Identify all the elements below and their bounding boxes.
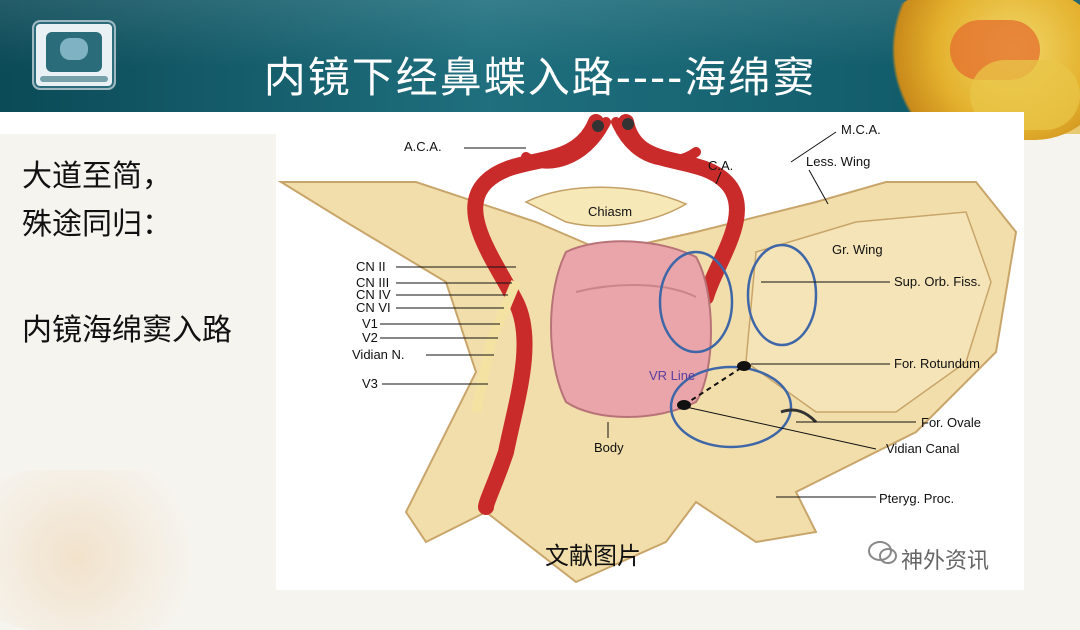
label-v3: V3 xyxy=(362,376,378,391)
pituitary xyxy=(550,240,712,418)
left-text-line-2: 殊途同归： xyxy=(22,207,172,242)
anatomy-figure: A.C.A. M.C.A. C.A. Less. Wing Chiasm Gr.… xyxy=(276,112,1024,590)
label-pteryg-proc: Pteryg. Proc. xyxy=(879,491,954,506)
label-cn-iv: CN IV xyxy=(356,287,391,302)
optic-chiasm xyxy=(524,186,688,227)
background-decoration xyxy=(0,470,220,630)
figure-caption: 文献图片 xyxy=(545,542,641,570)
label-for-rotundum: For. Rotundum xyxy=(894,356,980,371)
label-v1: V1 xyxy=(362,316,378,331)
label-for-ovale: For. Ovale xyxy=(921,415,981,430)
label-mca: M.C.A. xyxy=(841,122,881,137)
label-less-wing: Less. Wing xyxy=(806,154,870,169)
wechat-icon xyxy=(868,540,898,566)
label-sup-orb-fiss: Sup. Orb. Fiss. xyxy=(894,274,981,289)
label-aca: A.C.A. xyxy=(404,139,442,154)
label-vr-line: VR Line xyxy=(649,368,695,383)
label-chiasm: Chiasm xyxy=(588,204,632,219)
circle-vr-line xyxy=(669,365,793,449)
label-gr-wing: Gr. Wing xyxy=(832,242,883,257)
circle-cavernous-sinus xyxy=(658,250,734,354)
institution-logo xyxy=(32,20,116,90)
nerve-bundle xyxy=(471,280,521,414)
circle-sup-orb-fiss xyxy=(746,243,818,347)
label-cn-vi: CN VI xyxy=(356,300,391,315)
label-ca: C.A. xyxy=(708,158,733,173)
sphenoid-illustration: A.C.A. M.C.A. C.A. Less. Wing Chiasm Gr.… xyxy=(277,114,1018,584)
label-body: Body xyxy=(594,440,624,455)
left-text-line-1: 大道至简， xyxy=(22,159,172,194)
left-text-line-3: 内镜海绵窦入路 xyxy=(22,313,232,348)
label-cn-ii: CN II xyxy=(356,259,386,274)
label-vidian-n: Vidian N. xyxy=(352,347,405,362)
watermark-text: 神外资讯 xyxy=(901,549,990,574)
label-vidian-canal: Vidian Canal xyxy=(886,441,960,456)
label-v2: V2 xyxy=(362,330,378,345)
artery-top-right xyxy=(611,117,701,166)
slide-title: 内镜下经鼻蝶入路----海绵窦 xyxy=(263,53,817,102)
artery-top-left xyxy=(521,117,611,169)
label-cn-iii: CN III xyxy=(356,275,389,290)
